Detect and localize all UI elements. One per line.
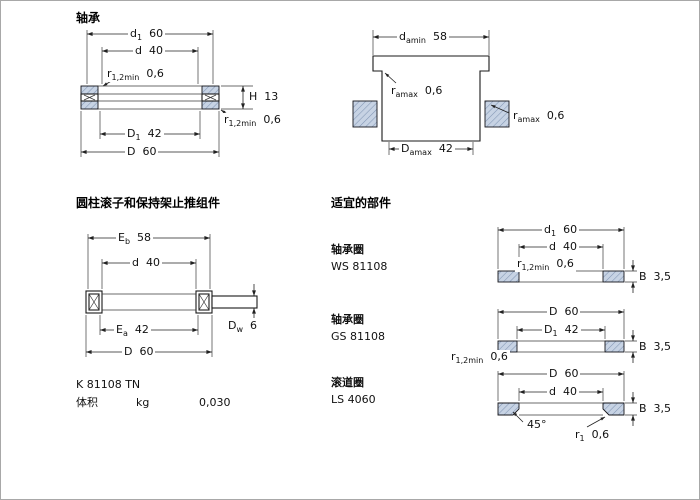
section-title-components: 适宜的部件 bbox=[331, 196, 392, 210]
mass-label: 体积 bbox=[76, 396, 98, 409]
component-designation-gs: GS 81108 bbox=[331, 330, 385, 343]
assembly-designation: K 81108 TN bbox=[76, 378, 141, 391]
component-designation-ls: LS 4060 bbox=[331, 393, 376, 406]
component-type-ls: 滚道圈 bbox=[331, 376, 364, 389]
bearing-section-drawing bbox=[80, 30, 253, 157]
gs-washer-drawing bbox=[497, 309, 655, 363]
section-title-bearing: 轴承 bbox=[76, 11, 101, 25]
component-designation-ws: WS 81108 bbox=[331, 260, 388, 273]
assembly-drawing bbox=[85, 234, 258, 357]
mass-value: 0,030 bbox=[199, 396, 231, 409]
component-type-gs: 轴承圈 bbox=[331, 313, 364, 326]
component-type-ws: 轴承圈 bbox=[331, 243, 364, 256]
chamfer-angle-label: 45° bbox=[525, 418, 549, 431]
section-title-assembly: 圆柱滚子和保持架止推组件 bbox=[76, 196, 221, 210]
mass-unit: kg bbox=[136, 396, 150, 409]
